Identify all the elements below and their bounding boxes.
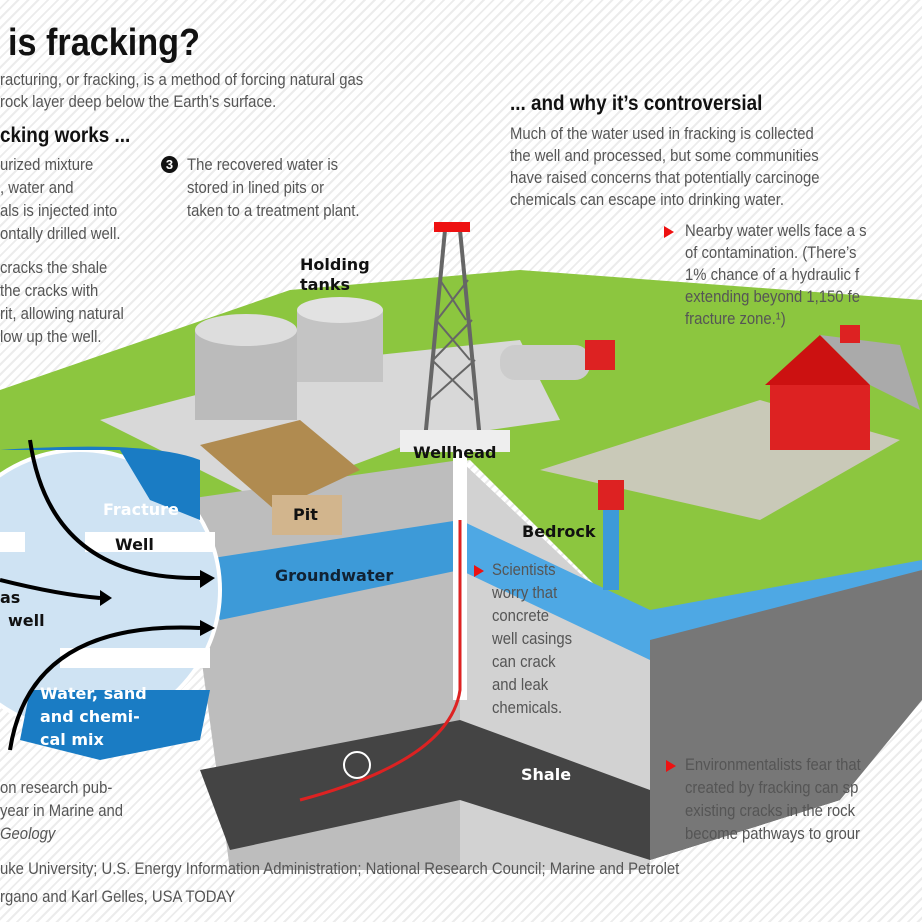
bullet1-line: 1% chance of a hydraulic f	[685, 266, 860, 284]
bullet2-line: concrete	[492, 607, 549, 625]
page-title: is fracking?	[8, 22, 200, 64]
step1-line: als is injected into	[0, 202, 118, 220]
step2-line: rit, allowing natural	[0, 305, 124, 323]
bullet2-line: well casings	[492, 630, 573, 648]
inset-label-mix: cal mix	[40, 730, 104, 749]
label-tanks: tanks	[300, 275, 350, 294]
inset-label-gas-2: well	[8, 611, 45, 630]
inset-label-mix: and chemi-	[40, 707, 140, 726]
step3-number-badge: 3	[161, 156, 178, 173]
tanker-truck	[500, 340, 615, 380]
label-wellhead: Wellhead	[413, 443, 497, 462]
label-groundwater: Groundwater	[275, 566, 394, 585]
step1-line: , water and	[0, 179, 74, 197]
bullet2-line: Scientists	[492, 561, 556, 579]
step1-line: ontally drilled well.	[0, 225, 121, 243]
credit-line: rgano and Karl Gelles, USA TODAY	[0, 888, 236, 906]
pit-box	[272, 495, 342, 535]
footnote-line: Geology	[0, 825, 56, 843]
groundwater-left	[200, 520, 460, 620]
bullet1-line: fracture zone.¹)	[685, 310, 786, 328]
bullet2-line: worry that	[492, 584, 558, 602]
how-heading: cking works ...	[0, 124, 131, 147]
step1-line: urized mixture	[0, 156, 94, 174]
footnote-line: year in Marine and	[0, 802, 124, 820]
why-para-line: have raised concerns that potentially ca…	[510, 169, 820, 187]
why-heading: ... and why it’s controversial	[510, 92, 763, 115]
pit	[200, 420, 360, 510]
why-para-line: chemicals can escape into drinking water…	[510, 191, 785, 209]
bullet-arrow-icon	[666, 760, 676, 772]
intro-line-2: rock layer deep below the Earth’s surfac…	[0, 93, 277, 111]
bullet2-line: chemicals.	[492, 699, 563, 717]
step2-line: the cracks with	[0, 282, 99, 300]
bullet1-line: Nearby water wells face a s	[685, 222, 867, 240]
bullet3-line: Environmentalists fear that	[685, 756, 861, 774]
step2-line: low up the well.	[0, 328, 102, 346]
why-para-line: the well and processed, but some communi…	[510, 147, 819, 165]
bullet3-line: existing cracks in the rock	[685, 802, 856, 820]
bullet2-line: and leak	[492, 676, 549, 694]
bullet1-line: extending beyond 1,150 fe	[685, 288, 861, 306]
step3-line: taken to a treatment plant.	[187, 202, 360, 220]
bullet3-line: created by fracking can sp	[685, 779, 859, 797]
holding-tanks	[195, 297, 383, 420]
water-well	[598, 480, 624, 590]
barn	[765, 325, 920, 450]
step3-line: stored in lined pits or	[187, 179, 325, 197]
inset-label-well: Well	[115, 535, 154, 554]
label-pit: Pit	[293, 505, 318, 524]
rock-right	[650, 570, 922, 860]
bullet1-line: of contamination. (There’s	[685, 244, 857, 262]
bullet-arrow-icon	[664, 226, 674, 238]
inset-marker	[343, 751, 371, 779]
label-holding: Holding	[300, 255, 370, 274]
footnote-line: on research pub-	[0, 779, 113, 797]
work-pad	[100, 340, 560, 500]
inset-label-mix: Water, sand	[40, 684, 147, 703]
why-para-line: Much of the water used in fracking is co…	[510, 125, 814, 143]
well-bore	[299, 520, 462, 802]
drilling-rig	[400, 222, 510, 452]
intro-line-1: racturing, or fracking, is a method of f…	[0, 71, 364, 89]
step3-line: The recovered water is	[187, 156, 339, 174]
inset-circle	[0, 439, 222, 760]
label-bedrock: Bedrock	[522, 522, 596, 541]
bullet3-line: become pathways to grour	[685, 825, 861, 843]
inset-label-fracture: Fracture	[103, 500, 179, 519]
step2-line: cracks the shale	[0, 259, 108, 277]
inset-label-gas: as	[0, 588, 21, 607]
bullet-arrow-icon	[474, 565, 484, 577]
sources-line: uke University; U.S. Energy Information …	[0, 860, 680, 878]
bullet2-line: can crack	[492, 653, 556, 671]
label-shale: Shale	[521, 765, 572, 784]
